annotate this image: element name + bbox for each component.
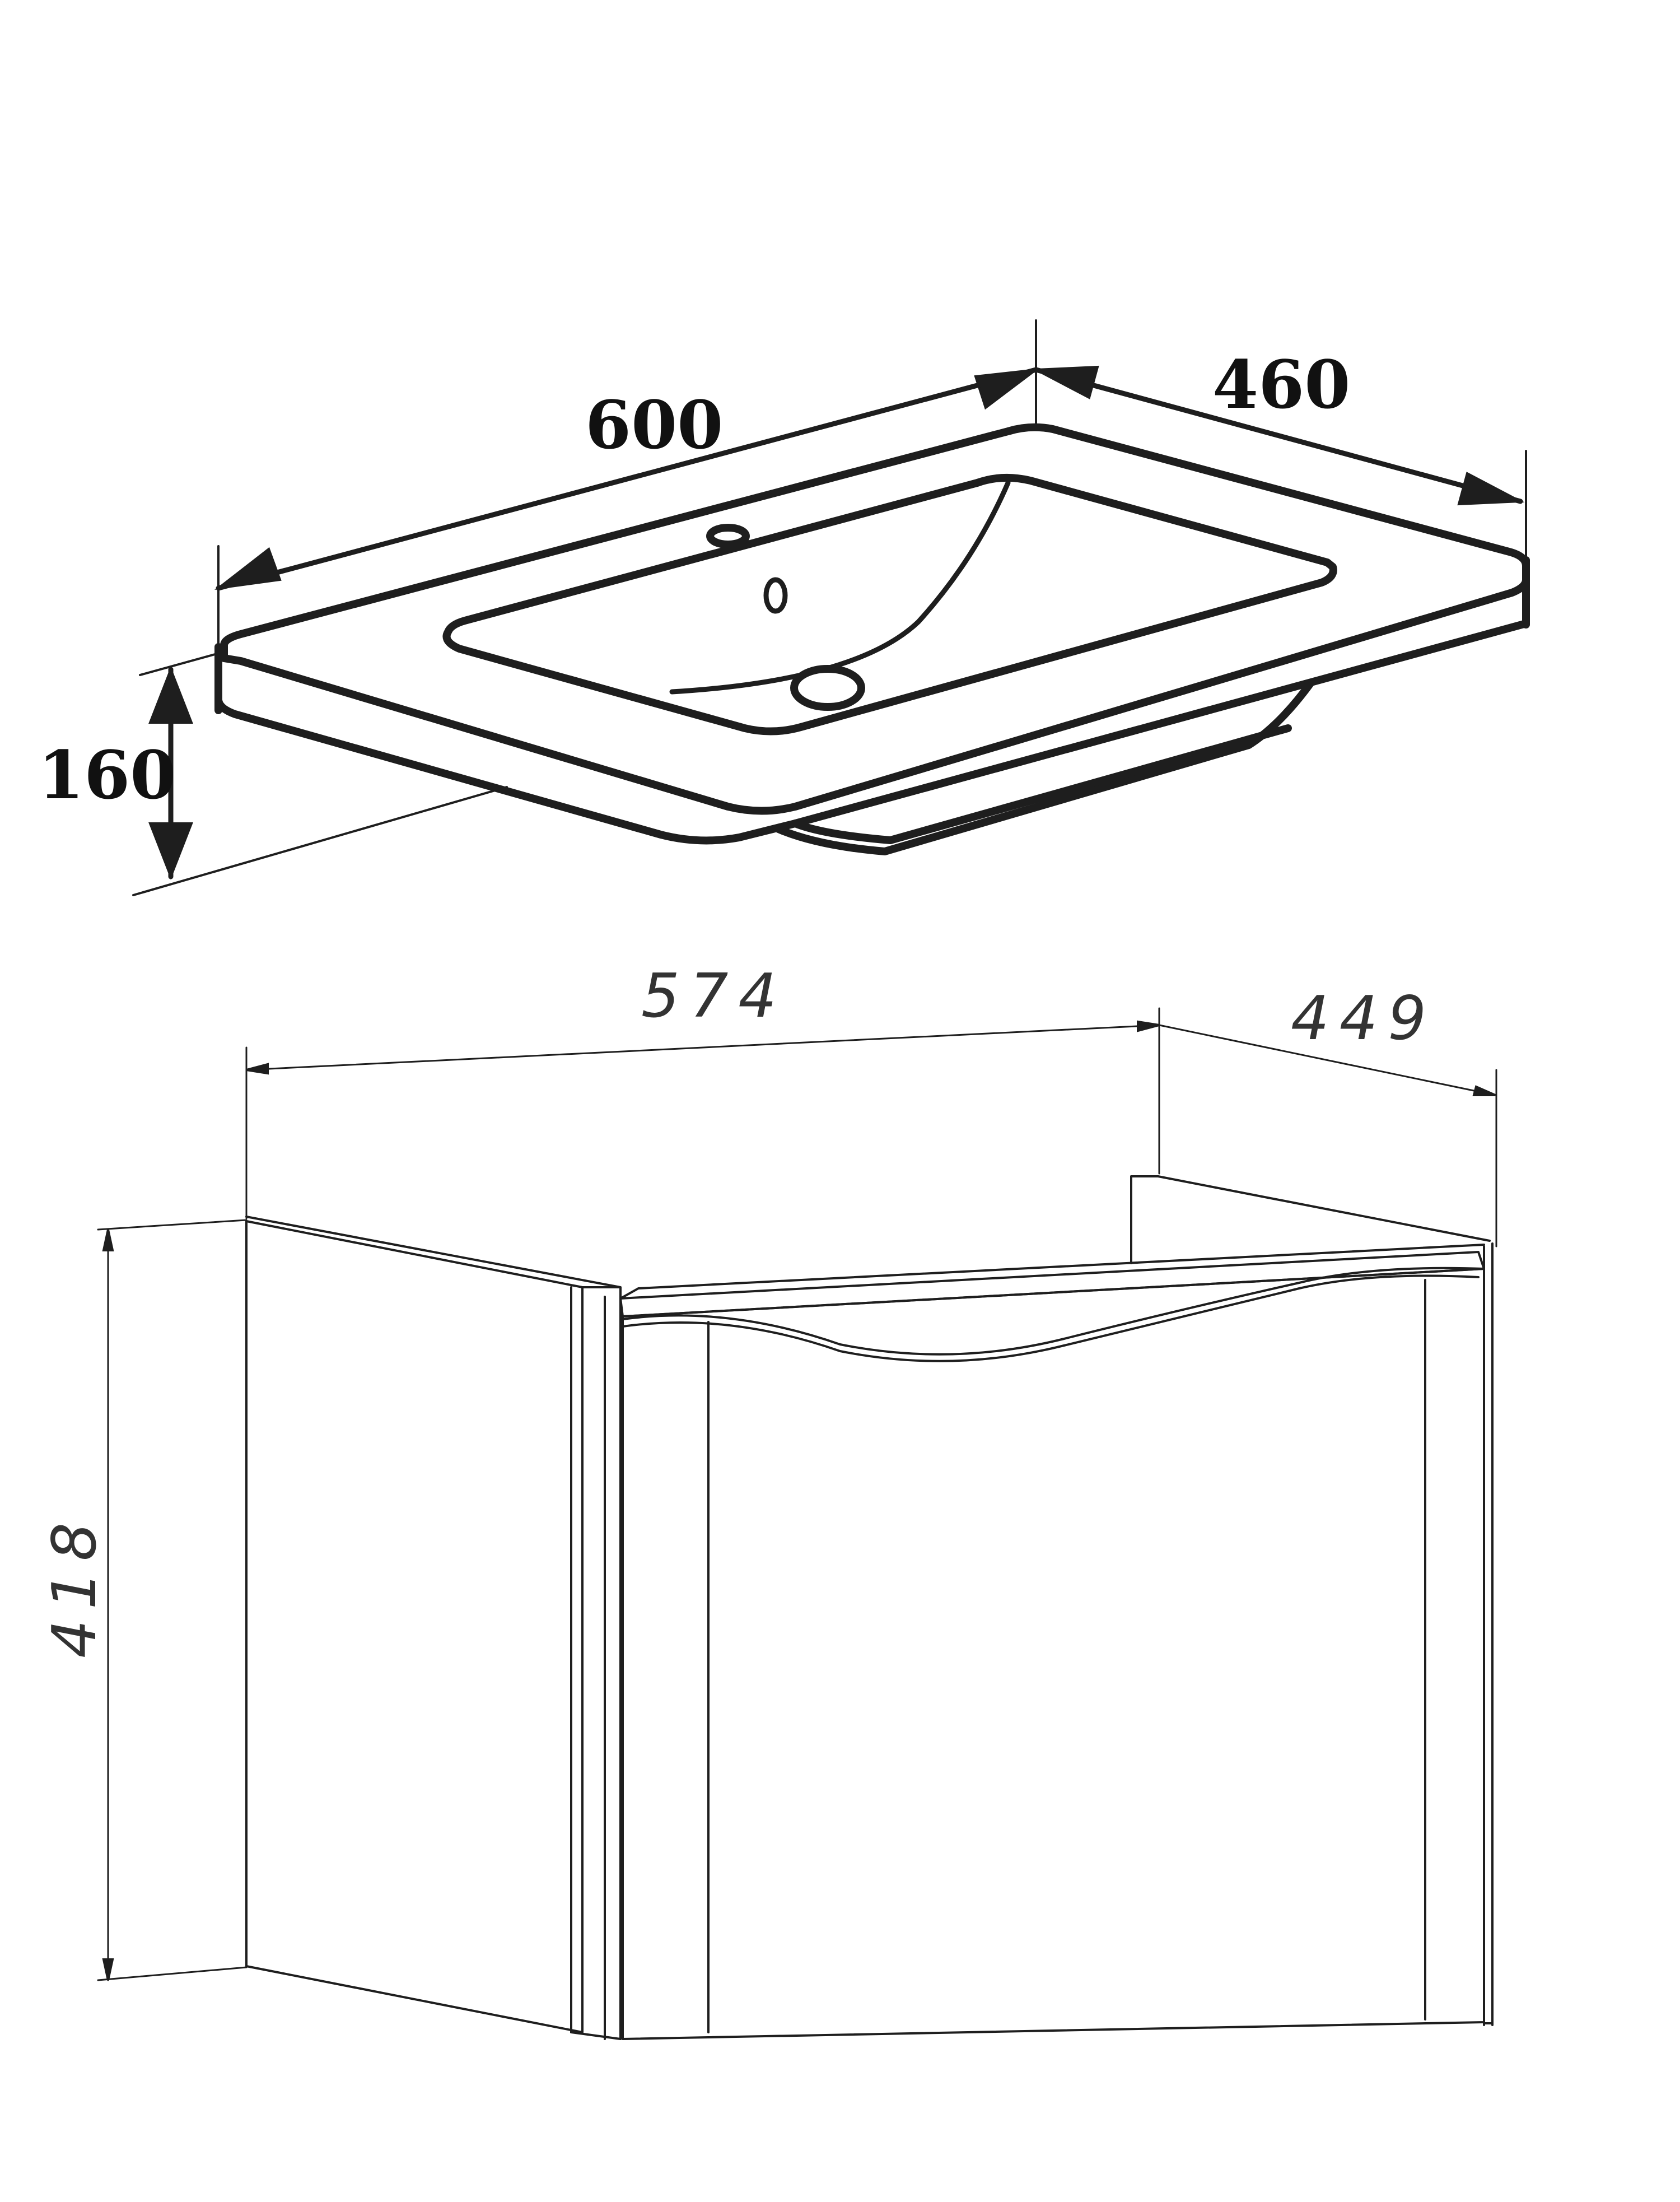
cabinet-top-rail [619,1251,1485,1318]
drawer-wave-handle [622,1267,1485,1356]
sink-bowl [442,473,1337,735]
cabinet-back-panel [1130,1175,1491,1264]
faucet-hole [706,524,750,548]
dim-label-460: 460 [1212,346,1350,423]
dim-418-ext-bottom [97,1966,248,1981]
cabinet-dimensions: 574 449 418 [40,961,1497,1981]
dim-449-arrow-right [1472,1085,1496,1096]
dim-460-arrow-right [1457,472,1525,506]
dim-label-574: 574 [641,961,787,1031]
sink-drawing [214,423,1530,855]
sink-top-rim [220,423,1530,815]
dim-600-line [216,367,1039,591]
dim-label-160: 160 [38,736,176,814]
dim-574-arrow-right [1137,1020,1160,1032]
dim-160-arrow-top [148,666,193,724]
dim-label-418: 418 [40,1512,110,1658]
dim-label-600: 600 [585,386,723,464]
dim-160-ext-bottom [132,786,508,896]
cabinet-top-rail-back [619,1244,1485,1300]
drawer-wave-handle-inner [622,1274,1480,1362]
sink-dimensions: 600 460 160 [38,319,1527,896]
dim-460-line [1033,367,1523,504]
dim-160-ext-top [139,651,222,676]
sink-basin-underside-2 [791,724,1292,844]
dim-574-line [245,1024,1160,1071]
cabinet-left-panel [245,1220,584,2033]
cabinet-drawing [245,1175,1494,2040]
drain-hole [790,665,865,711]
dim-160-arrow-bottom [148,822,193,880]
dim-449-line [1158,1024,1496,1096]
dim-label-449: 449 [1291,984,1436,1054]
sink-basin-underside [774,679,1314,855]
sink-bowl-slope [669,480,1011,695]
sink-right-bottom [791,620,1530,827]
dim-418-arrow-top [102,1229,114,1251]
dim-460-arrow-left [1032,365,1099,399]
dim-600-arrow-left [214,547,282,590]
overflow-hole [763,577,788,614]
dim-418-arrow-bottom [102,1958,114,1981]
drawer-front [622,1268,1485,2040]
dim-574-arrow-left [246,1063,269,1075]
dim-418-ext-top [97,1219,248,1231]
cabinet-left-bottom [570,2031,622,2040]
dim-600-arrow-right [974,368,1040,410]
